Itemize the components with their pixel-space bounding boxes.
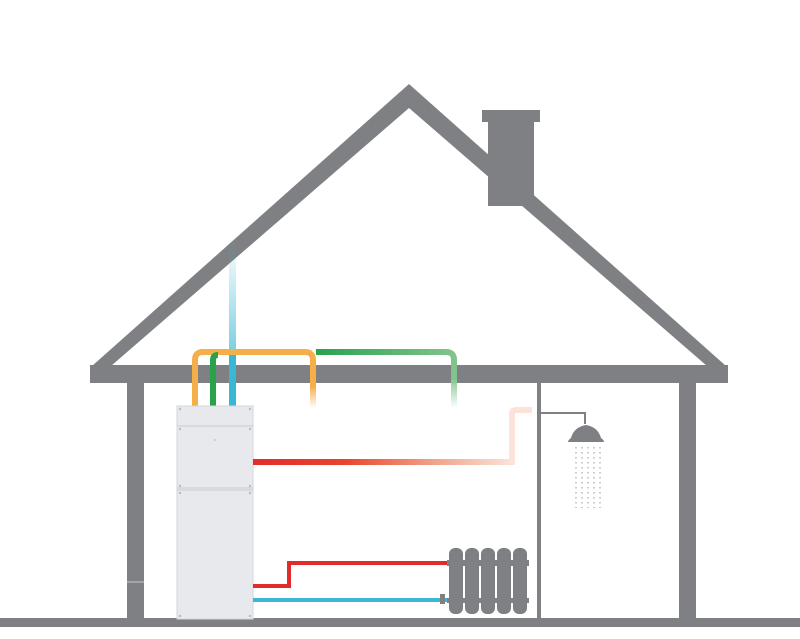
shower	[541, 412, 604, 508]
exhaust-air-duct	[210, 352, 219, 408]
radiator-valve-icon	[440, 594, 445, 604]
left-wall	[127, 383, 144, 620]
roof	[92, 84, 726, 366]
shower-arm	[541, 412, 586, 424]
ventilation-ducts	[192, 240, 457, 408]
interior-wall	[537, 383, 541, 620]
shower-spray	[575, 447, 601, 508]
right-wall	[679, 383, 696, 620]
heat-pump-unit	[176, 405, 254, 620]
chimney	[482, 110, 540, 206]
house-structure	[0, 84, 800, 627]
supply-air-duct-fade	[310, 386, 316, 408]
ground-line	[0, 618, 800, 627]
radiator	[440, 548, 529, 614]
supply-air-duct	[192, 349, 316, 408]
eaves-beam	[90, 365, 728, 383]
fresh-air-duct	[229, 240, 236, 408]
exhaust-air-duct-top	[316, 349, 457, 382]
shower-head-icon	[568, 425, 604, 442]
hot-water-pipe	[253, 407, 532, 465]
radiator-flow-pipe	[253, 561, 449, 588]
fresh-air-duct-lower	[229, 355, 236, 408]
exhaust-air-duct-fade	[451, 380, 457, 408]
